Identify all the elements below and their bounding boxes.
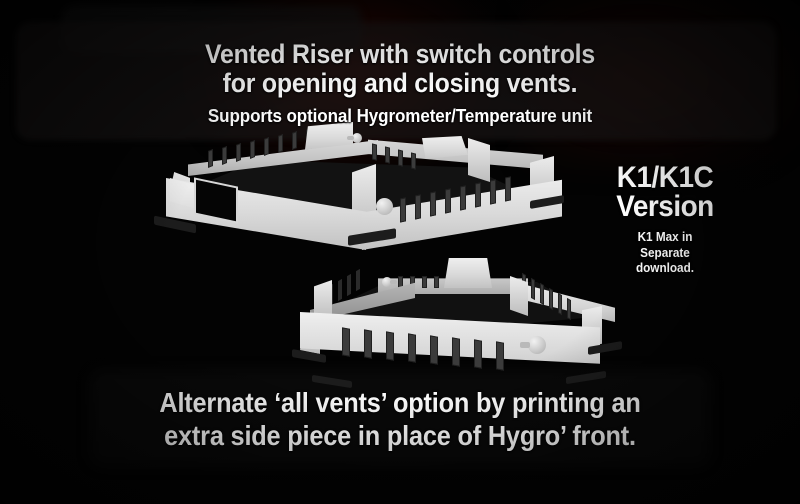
- version-title-line-1: K1/K1C: [616, 161, 714, 194]
- bottom-caption-line-1: Alternate ‘all vents’ option by printing…: [159, 387, 641, 418]
- vent-slot: [398, 149, 403, 167]
- bottom-caption-line-2: extra side piece in place of Hygro’ fron…: [164, 420, 636, 451]
- riser-corner-post-back-right: [510, 276, 528, 316]
- headline-line-2: for opening and closing vents.: [222, 68, 578, 99]
- vent-slot: [434, 276, 439, 288]
- vent-slot: [292, 131, 297, 150]
- vent-slot: [385, 146, 390, 164]
- vent-slot: [372, 143, 377, 161]
- vent-slot: [400, 197, 406, 223]
- version-note-line-3: download.: [635, 261, 695, 276]
- vent-slot: [364, 329, 372, 359]
- riser-rear-centre-tab: [444, 258, 492, 288]
- vent-slot: [505, 176, 511, 202]
- vent-slot: [347, 273, 351, 297]
- vent-slot: [558, 292, 562, 316]
- vent-slot: [430, 335, 438, 365]
- vent-slot: [475, 182, 481, 208]
- vent-slot: [278, 134, 283, 153]
- vent-slot: [430, 191, 436, 217]
- vent-slot: [460, 185, 466, 211]
- vent-slot: [540, 282, 544, 306]
- vent-slot: [490, 179, 496, 205]
- vent-slot: [452, 337, 460, 367]
- vent-slot: [342, 327, 350, 357]
- version-badge: K1/K1C Version K1 Max in Separate downlo…: [550, 163, 780, 277]
- headline-line-1: Vented Riser with switch controls: [204, 39, 596, 69]
- riser-foot: [292, 349, 326, 363]
- vent-slot: [445, 188, 451, 214]
- vent-slot: [422, 276, 427, 288]
- vent-slot: [222, 146, 227, 165]
- version-title-line-2: Version: [616, 190, 714, 223]
- switch-knob-front: [528, 336, 546, 354]
- vent-slot: [549, 287, 553, 311]
- switch-knob-stem: [520, 342, 530, 348]
- vent-slot: [386, 331, 394, 361]
- bottom-caption: Alternate ‘all vents’ option by printing…: [106, 386, 695, 452]
- switch-knob-stem: [347, 136, 354, 140]
- switch-knob-stem: [390, 280, 397, 284]
- vent-slot: [474, 339, 482, 369]
- vent-slot: [208, 149, 213, 168]
- switch-knob-right: [376, 198, 393, 215]
- version-note-line-1: K1 Max in: [637, 230, 693, 244]
- vent-slot: [408, 333, 416, 363]
- vent-slot: [236, 143, 241, 162]
- vent-slot: [338, 278, 342, 302]
- vent-slot: [531, 277, 535, 301]
- version-note-line-2: Separate: [640, 245, 690, 260]
- vent-slot: [250, 140, 255, 159]
- vent-slot: [411, 152, 416, 170]
- riser-corner-post-right: [468, 138, 490, 182]
- headline: Vented Riser with switch controls for op…: [124, 39, 676, 99]
- vent-slot: [264, 137, 269, 156]
- vent-slot: [415, 194, 421, 220]
- vent-slot: [496, 341, 504, 371]
- vent-slot: [356, 268, 360, 292]
- riser-foot: [566, 370, 606, 385]
- subheadline: Supports optional Hygrometer/Temperature…: [207, 105, 593, 126]
- vent-slot: [567, 297, 571, 321]
